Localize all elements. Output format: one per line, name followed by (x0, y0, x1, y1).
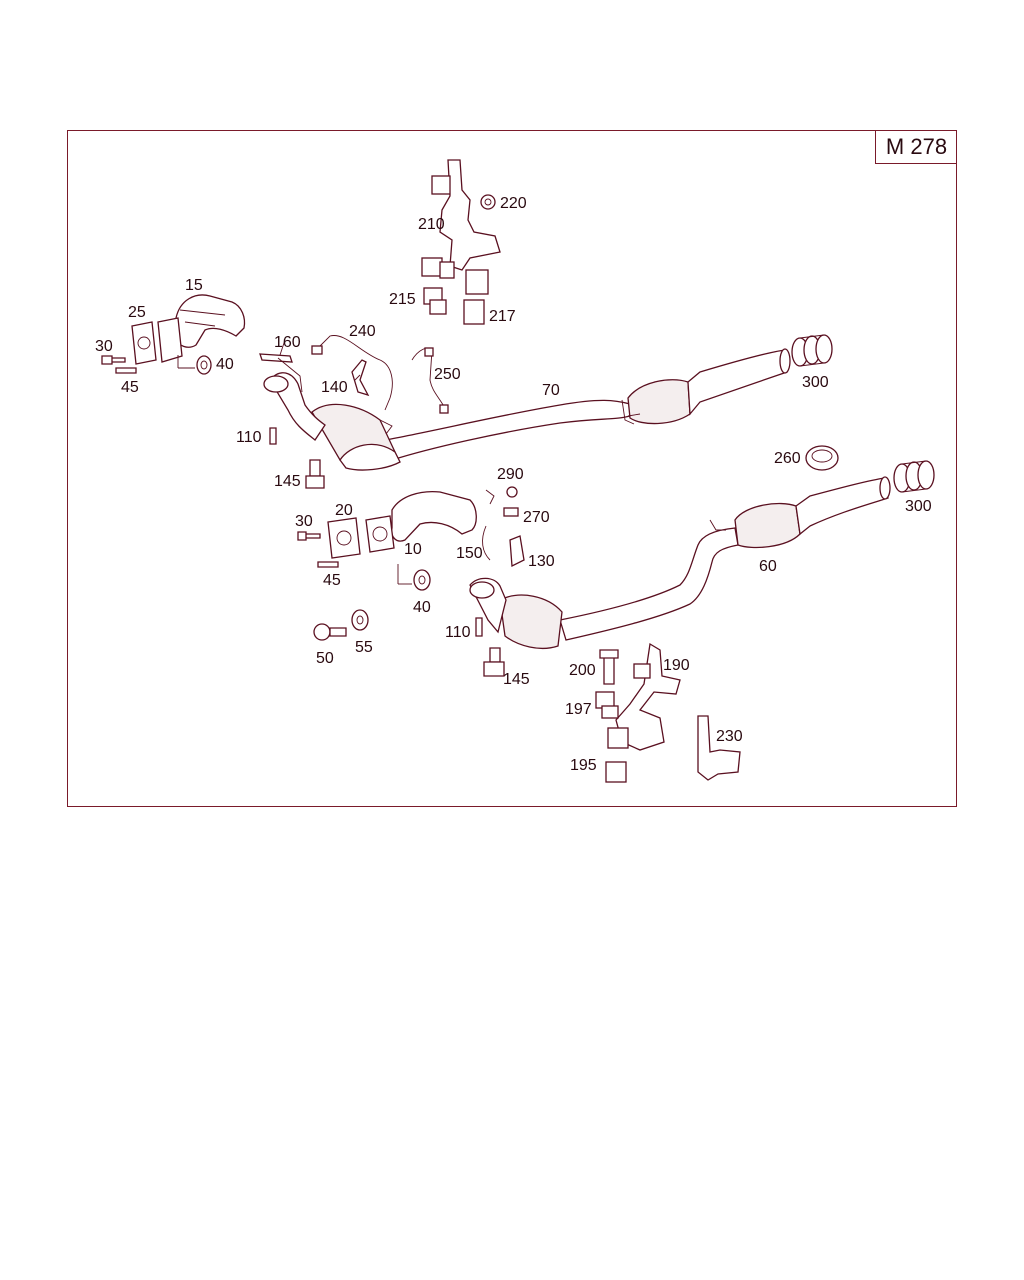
label-250: 250 (434, 366, 461, 383)
label-70: 70 (542, 382, 560, 399)
label-190: 190 (663, 657, 690, 674)
clamp-upper (791, 334, 833, 367)
diagram-frame (67, 130, 957, 807)
label-110b: 110 (445, 624, 471, 641)
leader-lines (177, 339, 399, 584)
model-code-label: M 278 (875, 130, 957, 164)
label-55: 55 (355, 639, 373, 656)
label-240: 240 (349, 323, 376, 340)
label-10: 10 (404, 541, 422, 558)
clamp-lower (893, 460, 935, 493)
label-145b: 145 (503, 671, 530, 688)
label-270: 270 (523, 509, 550, 526)
label-220: 220 (500, 195, 527, 212)
label-230: 230 (716, 728, 743, 745)
label-197: 197 (565, 701, 592, 718)
bracket-assembly-bottom (595, 642, 741, 783)
label-210: 210 (418, 216, 445, 233)
label-20: 20 (335, 502, 353, 519)
label-195: 195 (570, 757, 597, 774)
label-300b: 300 (905, 498, 932, 515)
part-labels: 15 25 30 45 40 160 240 140 250 110 145 7… (95, 195, 932, 774)
label-25: 25 (128, 304, 146, 321)
manifold-upper-left (101, 294, 246, 375)
label-200: 200 (569, 662, 596, 679)
label-45b: 45 (323, 572, 341, 589)
label-217: 217 (489, 308, 516, 325)
label-45a: 45 (121, 379, 139, 396)
label-300a: 300 (802, 374, 829, 391)
label-30a: 30 (95, 338, 113, 355)
label-150: 150 (456, 545, 483, 562)
bolts-upper (269, 427, 325, 489)
label-260: 260 (774, 450, 801, 467)
bracket-assembly-top (421, 159, 501, 325)
exhaust-pipe-lower (499, 445, 935, 650)
label-15: 15 (185, 277, 203, 294)
label-50: 50 (316, 650, 334, 667)
label-40b: 40 (413, 599, 431, 616)
label-30b: 30 (295, 513, 313, 530)
label-40a: 40 (216, 356, 234, 373)
label-110a: 110 (236, 429, 262, 446)
label-160: 160 (274, 334, 301, 351)
label-130: 130 (528, 553, 555, 570)
label-60: 60 (759, 558, 777, 575)
bolts-lower (313, 609, 505, 677)
manifold-lower-left (297, 486, 525, 634)
label-215: 215 (389, 291, 416, 308)
label-140: 140 (321, 379, 348, 396)
exhaust-pipe-upper (263, 334, 833, 471)
label-290: 290 (497, 466, 524, 483)
sensors-upper (259, 335, 449, 435)
label-145a: 145 (274, 473, 301, 490)
